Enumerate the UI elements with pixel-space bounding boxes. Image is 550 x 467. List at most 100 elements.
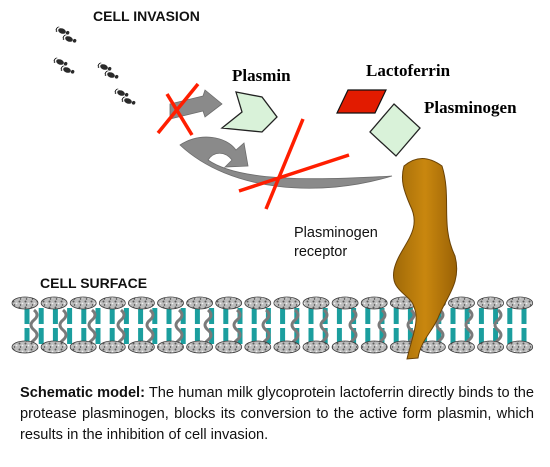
lipid-tail bbox=[138, 308, 144, 324]
block-cross-lower bbox=[238, 118, 350, 210]
lipid-tail bbox=[507, 328, 513, 344]
lipid-tail bbox=[365, 308, 371, 324]
lipid-tail bbox=[123, 308, 129, 324]
lipid-head bbox=[506, 340, 534, 354]
lipid-tail bbox=[308, 308, 314, 324]
lipid-head bbox=[186, 340, 214, 354]
lipid-tail bbox=[436, 328, 442, 344]
lipid-tail bbox=[109, 328, 115, 344]
lipid-tail bbox=[109, 308, 115, 324]
lipid-tail bbox=[407, 328, 413, 344]
lactoferrin-shape bbox=[336, 89, 387, 114]
lipid-tail bbox=[52, 328, 58, 344]
lipid-head bbox=[302, 296, 330, 310]
lipid-head bbox=[302, 340, 330, 354]
lipid-tail bbox=[507, 308, 513, 324]
lipid-tail bbox=[336, 308, 342, 324]
lipid-tail bbox=[407, 308, 413, 324]
lipid-head bbox=[215, 296, 243, 310]
lipid-tail bbox=[123, 328, 129, 344]
lipid-tail bbox=[67, 328, 73, 344]
lipid-tail bbox=[194, 308, 200, 324]
lipid-tail bbox=[322, 308, 328, 324]
conversion-arrow-upper bbox=[169, 89, 223, 120]
lipid-tail bbox=[351, 308, 357, 324]
lipid-tail bbox=[365, 328, 371, 344]
lipid-tail bbox=[251, 308, 257, 324]
lipid-head bbox=[331, 340, 359, 354]
lipid-tail bbox=[493, 308, 499, 324]
caption-body: The human milk glycoprotein lactoferrin … bbox=[20, 385, 534, 443]
conversion-arrow-lower bbox=[179, 136, 393, 189]
lipid-tail bbox=[393, 328, 399, 344]
lipid-tail bbox=[308, 328, 314, 344]
receptor-label-line1: Plasminogen bbox=[294, 225, 378, 241]
plasminogen-shape bbox=[369, 103, 421, 157]
lipid-tail bbox=[152, 328, 158, 344]
lipid-tail bbox=[24, 308, 30, 324]
lipid-head bbox=[127, 340, 155, 354]
lipid-head bbox=[273, 296, 301, 310]
lipid-head bbox=[477, 296, 505, 310]
lipid-tail bbox=[95, 328, 101, 344]
lipid-head bbox=[40, 296, 68, 310]
lipid-tail bbox=[393, 308, 399, 324]
plasmin-label: Plasmin bbox=[232, 66, 291, 85]
lipid-tail bbox=[81, 308, 87, 324]
lipid-head bbox=[448, 296, 475, 310]
lipid-tail bbox=[24, 328, 30, 344]
lipid-head bbox=[186, 296, 214, 310]
lipid-tail bbox=[38, 328, 44, 344]
lipid-tail bbox=[166, 328, 172, 344]
lipid-head bbox=[506, 296, 534, 310]
lipid-tail bbox=[280, 308, 286, 324]
lipid-tail bbox=[478, 328, 484, 344]
lipid-tail bbox=[336, 328, 342, 344]
lipid-tail bbox=[81, 328, 87, 344]
lipid-head bbox=[69, 340, 97, 354]
lipid-tail bbox=[493, 328, 499, 344]
lipid-tail bbox=[223, 328, 229, 344]
lipid-head bbox=[477, 340, 505, 354]
lipid-head bbox=[40, 340, 68, 354]
lipid-tail bbox=[166, 308, 172, 324]
lipid-head bbox=[157, 296, 184, 310]
lipid-tail bbox=[521, 328, 527, 344]
plasmin-shape bbox=[220, 91, 278, 133]
lipid-tail bbox=[280, 328, 286, 344]
lipid-head bbox=[215, 340, 243, 354]
lipid-head bbox=[360, 296, 388, 310]
lipid-head bbox=[11, 296, 39, 310]
block-cross-upper bbox=[156, 82, 200, 136]
cell-membrane bbox=[11, 296, 534, 354]
lipid-tail bbox=[351, 328, 357, 344]
lipid-head bbox=[244, 296, 272, 310]
lipid-head bbox=[69, 296, 97, 310]
lipid-head bbox=[448, 340, 475, 354]
plasminogen-receptor bbox=[393, 158, 458, 360]
cell-invasion-label: CELL INVASION bbox=[93, 8, 200, 24]
lipid-tail bbox=[478, 308, 484, 324]
lipid-tail bbox=[322, 328, 328, 344]
lipid-tail bbox=[450, 328, 456, 344]
lipid-head bbox=[273, 340, 301, 354]
lipid-head bbox=[331, 296, 359, 310]
plasminogen-label: Plasminogen bbox=[424, 98, 517, 117]
lipid-tail bbox=[52, 308, 58, 324]
lipid-tail bbox=[194, 328, 200, 344]
lipid-tail bbox=[379, 328, 385, 344]
lipid-head bbox=[98, 340, 126, 354]
lipid-tail bbox=[223, 308, 229, 324]
lipid-tail bbox=[450, 308, 456, 324]
lipid-head bbox=[157, 340, 184, 354]
lipid-tail bbox=[67, 308, 73, 324]
lactoferrin-label: Lactoferrin bbox=[366, 61, 451, 80]
lipid-head bbox=[11, 340, 39, 354]
cell-surface-label: CELL SURFACE bbox=[40, 275, 148, 291]
lipid-tail bbox=[464, 328, 470, 344]
lipid-tail bbox=[138, 328, 144, 344]
lipid-tail bbox=[379, 308, 385, 324]
receptor-label-line2: receptor bbox=[294, 244, 348, 260]
lipid-tail bbox=[38, 308, 44, 324]
